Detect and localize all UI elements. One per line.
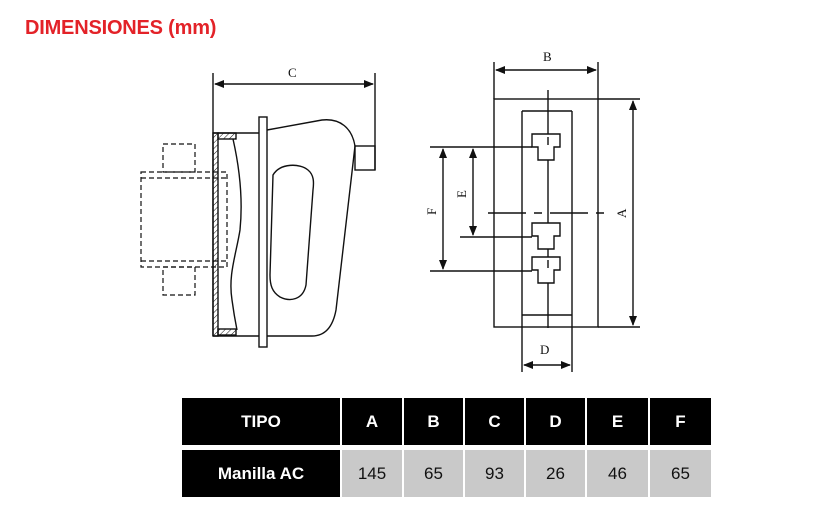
label-f: F [424,208,439,215]
label-a: A [614,208,629,218]
value-d: 26 [526,450,585,497]
header-c: C [465,398,524,445]
handle-grip-hole [269,164,315,301]
header-b: B [404,398,463,445]
handle-body [266,119,356,337]
value-e: 46 [587,450,648,497]
value-f: 65 [650,450,711,497]
header-tipo: TIPO [182,398,340,445]
header-d: D [526,398,585,445]
header-e: E [587,398,648,445]
front-view [430,62,640,372]
value-a: 145 [342,450,402,497]
label-e: E [454,190,469,198]
value-b: 65 [404,450,463,497]
label-c: C [288,65,297,80]
header-f: F [650,398,711,445]
value-c: 93 [465,450,524,497]
label-d: D [540,342,549,357]
header-a: A [342,398,402,445]
dimensions-table: TIPO A B C D E F Manilla AC 145 65 93 26… [182,398,711,497]
flange-plate [258,116,268,348]
row-type-name: Manilla AC [182,450,340,497]
side-view [140,73,376,348]
page-title: DIMENSIONES (mm) [25,17,217,39]
label-b: B [543,49,552,64]
